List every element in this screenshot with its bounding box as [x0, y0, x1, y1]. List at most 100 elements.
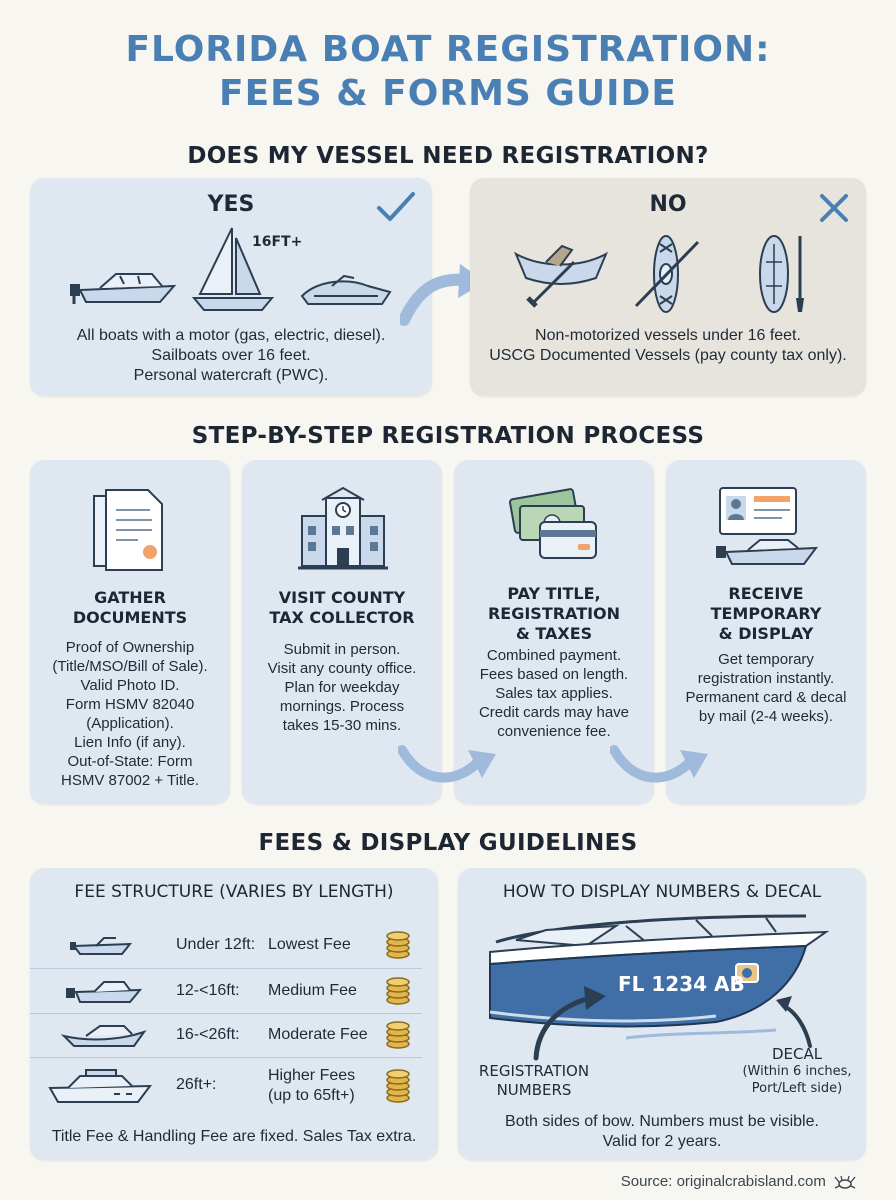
step-title: VISIT COUNTY TAX COLLECTOR [242, 588, 442, 628]
x-mark-icon [820, 194, 848, 222]
step-line: Permanent card & decal [685, 689, 847, 706]
step-line: Out-of-State: Form [67, 753, 193, 770]
motorboat-icon [66, 981, 143, 1003]
step-line: by mail (2-4 weeks). [698, 708, 834, 725]
need-registration-heading: DOES MY VESSEL NEED REGISTRATION? [187, 143, 709, 169]
fee-length: 16-<26ft: [176, 1026, 240, 1043]
step-description: Combined payment. Fees based on length. … [454, 646, 654, 741]
decal-label-line: DECAL [771, 1045, 823, 1063]
step-title-line: & TAXES [515, 624, 593, 643]
step-line: takes 15-30 mins. [282, 717, 402, 734]
fee-length: 26ft+: [176, 1076, 217, 1093]
display-line: Both sides of bow. Numbers must be visib… [505, 1113, 819, 1130]
fees-heading: FEES & DISPLAY GUIDELINES [258, 830, 638, 856]
step-title-line: DOCUMENTS [72, 608, 188, 627]
step-line: Get temporary [718, 651, 814, 668]
crab-icon [834, 1175, 856, 1189]
numbers-label-line: REGISTRATION [478, 1062, 590, 1080]
registration-card-boat-icon [716, 487, 819, 565]
step-receive-temporary: RECEIVE TEMPORARY & DISPLAY Get temporar… [666, 460, 866, 804]
yes-line: Sailboats over 16 feet. [151, 347, 311, 364]
step-line: Form HSMV 82040 [65, 696, 195, 713]
step-gather-documents: GATHER DOCUMENTS Proof of Ownership (Tit… [30, 460, 230, 804]
step-flow-arrow-icon [610, 745, 708, 783]
coin-stack-icon [386, 1069, 410, 1103]
boat-registration-number: FL 1234 AB [618, 972, 745, 996]
step-visit-tax-collector: VISIT COUNTY TAX COLLECTOR Submit in per… [242, 460, 442, 804]
kayak-icon [634, 235, 700, 313]
step-title-line: REGISTRATION [487, 604, 621, 623]
fee-structure-card [30, 868, 438, 1160]
step-line: Combined payment. [486, 647, 622, 664]
fee-level-line: Higher Fees [268, 1067, 356, 1084]
sailboat-icon [191, 227, 275, 311]
step-title-line: TAX COLLECTOR [269, 608, 415, 627]
fee-level: Lowest Fee [268, 936, 351, 953]
yes-card: YES 16FT+ All boats with a motor (gas, e… [30, 178, 432, 396]
step-title-line: GATHER [94, 588, 166, 607]
jet-ski-icon [300, 274, 392, 305]
coin-stack-icon [386, 931, 410, 959]
source-text: Source: originalcrabisland.com [620, 1172, 826, 1190]
motorboat-icon [70, 273, 177, 304]
fee-level: Moderate Fee [268, 1026, 368, 1043]
display-guidelines-title: HOW TO DISPLAY NUMBERS & DECAL [502, 882, 822, 902]
step-title: PAY TITLE, REGISTRATION & TAXES [454, 584, 654, 644]
page-title-line-1: FLORIDA BOAT REGISTRATION: [125, 29, 771, 70]
page-title-line-2: FEES & FORMS GUIDE [218, 73, 677, 114]
fee-row-26-plus: 26ft+: Higher Fees (up to 65ft+) [30, 1060, 422, 1116]
display-line: Valid for 2 years. [602, 1133, 722, 1150]
step-title: GATHER DOCUMENTS [30, 588, 230, 628]
yes-line: Personal watercraft (PWC). [133, 367, 329, 384]
cruiser-boat-icon [60, 1025, 147, 1047]
canoe-icon [513, 244, 609, 308]
fee-level: Medium Fee [268, 982, 357, 999]
yacht-icon [48, 1069, 153, 1103]
step-title-line: PAY TITLE, [507, 584, 601, 603]
page-title: FLORIDA BOAT REGISTRATION: FEES & FORMS … [0, 28, 896, 116]
yes-label: YES [207, 192, 255, 217]
numbers-callout-arrow-icon [533, 986, 606, 1061]
step-line: Proof of Ownership [65, 639, 195, 656]
no-line: Non-motorized vessels under 16 feet. [535, 327, 801, 344]
step-line: Submit in person. [283, 641, 401, 658]
documents-icon [93, 489, 163, 571]
step-line: (Title/MSO/Bill of Sale). [52, 658, 208, 675]
step-pay-title-registration: PAY TITLE, REGISTRATION & TAXES Combined… [454, 460, 654, 804]
step-title-line: RECEIVE [728, 584, 804, 603]
step-title-line: & DISPLAY [718, 624, 814, 643]
decal-label-line: Port/Left side) [751, 1081, 843, 1096]
fee-row-12-16: 12-<16ft: Medium Fee [30, 970, 422, 1014]
fee-level: Higher Fees (up to 65ft+) [268, 1066, 355, 1106]
no-description: Non-motorized vessels under 16 feet. USC… [470, 326, 866, 366]
step-title-line: TEMPORARY [710, 604, 822, 623]
numbers-label-line: NUMBERS [496, 1081, 572, 1099]
no-card: NO Non-motorized vessels under 16 feet. … [470, 178, 866, 396]
step-line: Lien Info (if any). [74, 734, 186, 751]
yes-line: All boats with a motor (gas, electric, d… [76, 327, 386, 344]
fee-row-under-12: Under 12ft: Lowest Fee [30, 924, 422, 968]
step-line: Visit any county office. [267, 660, 417, 677]
step-line: Fees based on length. [479, 666, 629, 683]
fee-length: 12-<16ft: [176, 982, 240, 999]
step-line: Plan for weekday [284, 679, 400, 696]
decal-label-line: (Within 6 inches, [742, 1064, 852, 1079]
fee-length: Under 12ft: [176, 936, 256, 953]
step-description: Get temporary registration instantly. Pe… [666, 650, 866, 726]
fee-divider [30, 1013, 422, 1014]
sailboat-length-tag: 16FT+ [252, 234, 303, 250]
fee-level-line: (up to 65ft+) [268, 1087, 355, 1104]
numbers-callout-label: REGISTRATION NUMBERS [470, 1062, 598, 1100]
display-description: Both sides of bow. Numbers must be visib… [458, 1112, 866, 1152]
no-label: NO [649, 192, 687, 217]
step-line: Sales tax applies. [495, 685, 613, 702]
step-line: HSMV 87002 + Title. [61, 772, 199, 789]
fee-divider [30, 968, 422, 969]
fee-footnote: Title Fee & Handling Fee are fixed. Sale… [51, 1128, 417, 1145]
step-description: Proof of Ownership (Title/MSO/Bill of Sa… [30, 638, 230, 790]
step-title: RECEIVE TEMPORARY & DISPLAY [666, 584, 866, 644]
yes-description: All boats with a motor (gas, electric, d… [30, 326, 432, 386]
fee-row-16-26: 16-<26ft: Moderate Fee [30, 1014, 422, 1058]
coin-stack-icon [386, 1021, 410, 1049]
process-heading: STEP-BY-STEP REGISTRATION PROCESS [191, 423, 705, 449]
